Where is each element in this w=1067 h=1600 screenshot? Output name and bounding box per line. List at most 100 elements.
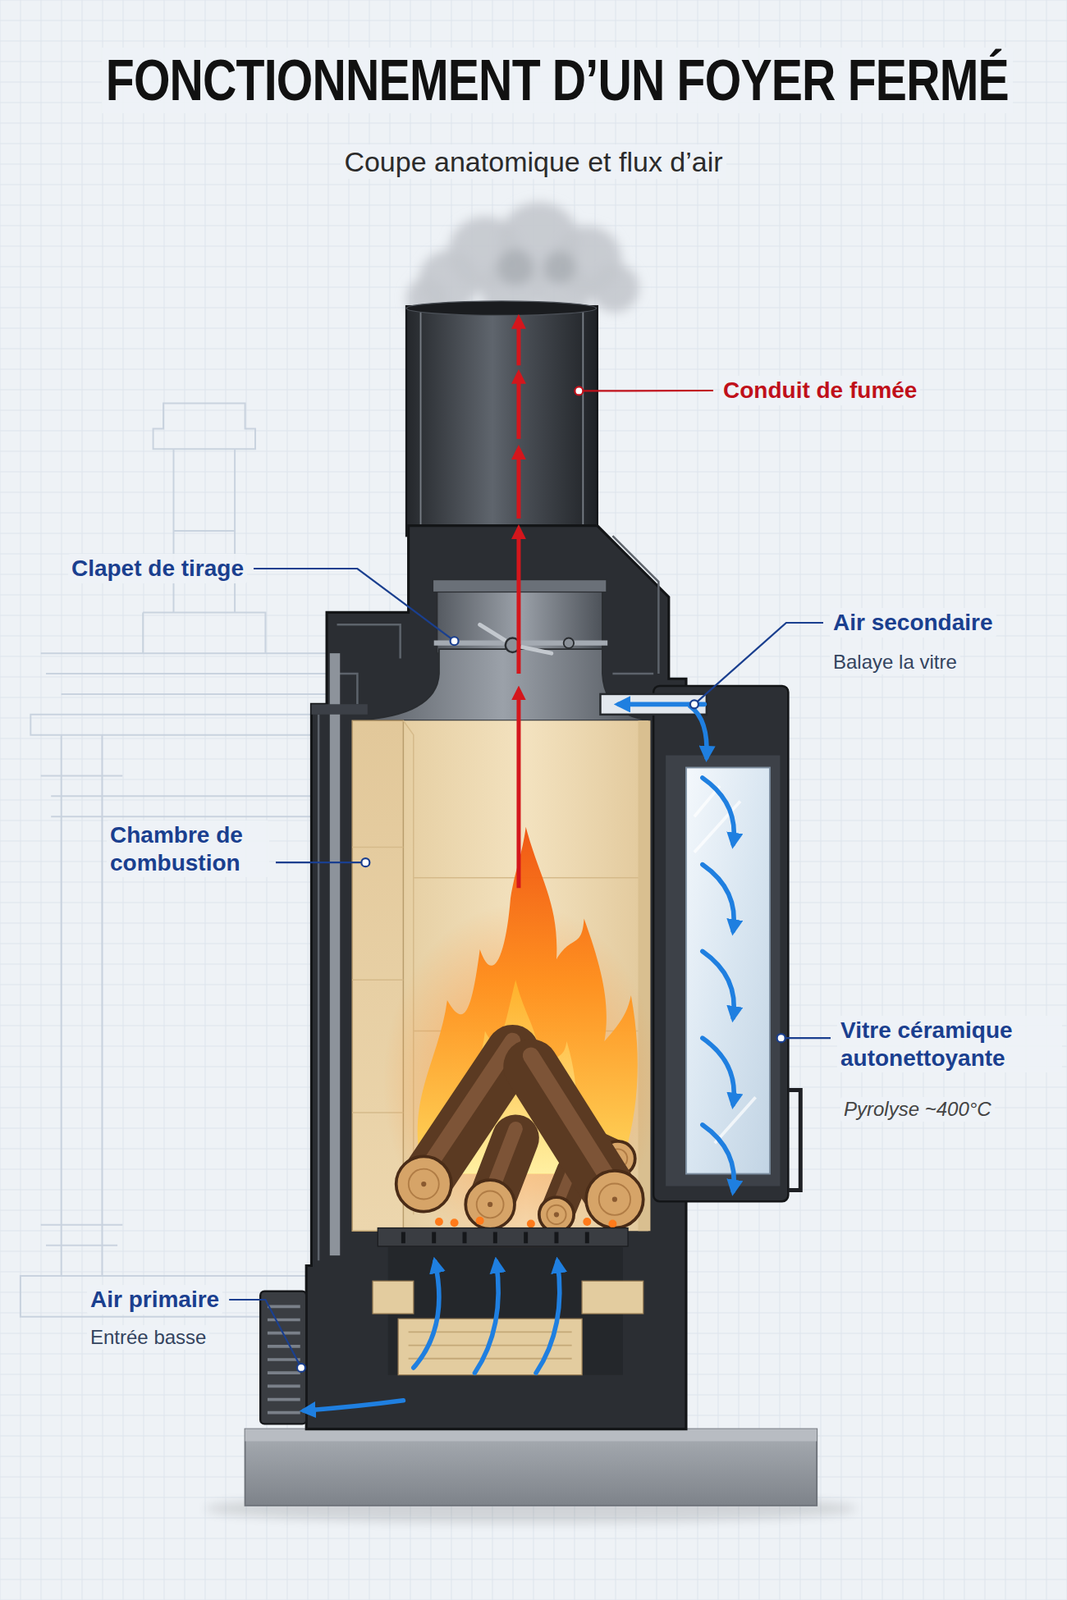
ember [526, 1220, 536, 1229]
grid-line [0, 20, 1067, 22]
grid-line [0, 0, 1067, 1]
ember [435, 1218, 444, 1227]
smoke-arrow [516, 690, 521, 889]
log-ring [408, 1169, 440, 1200]
primary-air-arrow [413, 1262, 440, 1369]
pipe-detail [421, 311, 584, 531]
ember [476, 1217, 485, 1226]
title-row: FONCTIONNEMENT D’UN FOYER FERMÉ [0, 47, 1067, 114]
log-end [465, 1180, 515, 1230]
leader-dot [361, 858, 370, 867]
grid-line [0, 41, 1067, 42]
callout-label: Clapet de tirage [68, 554, 248, 584]
body-detail [318, 535, 659, 1261]
ember [450, 1218, 459, 1228]
grid-line [0, 1538, 1067, 1540]
stove-body [306, 526, 687, 1430]
air-inlet-grille [260, 1291, 307, 1425]
log-core [487, 1202, 493, 1208]
sketch-line [41, 735, 124, 1277]
sketch-line [173, 448, 235, 613]
sketch-line [50, 796, 337, 817]
smoke-puff [497, 249, 535, 287]
sketch-line [30, 714, 337, 736]
grille-slat [267, 1398, 301, 1402]
ember [608, 1220, 617, 1229]
smoke-arrow [516, 528, 521, 674]
leader-dot [450, 636, 459, 646]
background-sketch [20, 402, 338, 1317]
smoke-arrow [516, 448, 521, 519]
grate-slots [402, 1232, 587, 1245]
glass-sweep-arrow [702, 1125, 734, 1192]
log-core [421, 1181, 426, 1187]
log-end [539, 1197, 574, 1232]
grid-line [0, 123, 1067, 124]
base-slab [245, 1429, 818, 1507]
primary-air-arrow [474, 1262, 499, 1374]
log-highlight [423, 1040, 513, 1174]
grid-line [0, 184, 1067, 186]
callout-note: Pyrolyse ~400°C [840, 1097, 995, 1123]
callout-note: Entrée basse [87, 1325, 210, 1351]
diagram-title: FONCTIONNEMENT D’UN FOYER FERMÉ [101, 47, 1013, 114]
secondary-air-arrow [690, 706, 707, 758]
glass-sweep-arrow [702, 865, 734, 932]
sketch-line [41, 653, 338, 695]
leader-line [253, 568, 455, 642]
door-frame [653, 686, 788, 1202]
log-ring [599, 1184, 631, 1216]
glass-pane [686, 767, 770, 1174]
door-inner-frame [665, 755, 780, 1187]
smoke-arrow [516, 373, 521, 440]
flue-pipe [406, 306, 598, 536]
leader-dot [297, 1364, 306, 1373]
log-ring [476, 1190, 504, 1219]
leader-line [694, 622, 824, 705]
grille-slat [267, 1318, 301, 1323]
secondary-air-duct [599, 694, 706, 715]
log-pile [396, 1040, 644, 1232]
leader-line [275, 861, 366, 864]
log-end [396, 1156, 452, 1212]
log-ring [546, 1205, 566, 1225]
callout-label: Conduit de fumée [719, 375, 921, 406]
ember [582, 1218, 591, 1227]
subtitle: Coupe anatomique et flux d’air [340, 144, 726, 180]
grille-slat [267, 1305, 301, 1309]
grate [377, 1228, 628, 1247]
grille-slat [267, 1411, 301, 1416]
callout-label: Air secondaire [829, 608, 997, 638]
top-ledge [311, 704, 367, 715]
leader-dot [777, 1034, 786, 1043]
glass-sweep-arrow [702, 951, 734, 1018]
callout-note: Balaye la vitre [829, 650, 961, 676]
primary-air-arrow [535, 1262, 560, 1374]
smoke-puff [590, 263, 640, 313]
door-handle [787, 1090, 801, 1191]
leader-line [228, 1300, 302, 1369]
primary-air-arrow [304, 1401, 404, 1411]
side-brick [372, 1281, 414, 1315]
smoke-cloud [406, 201, 640, 320]
leader-dot [690, 700, 699, 709]
damper-handle [480, 624, 552, 654]
smoke-puff [543, 251, 577, 284]
base-top-face [245, 1429, 818, 1443]
side-brick [581, 1281, 644, 1315]
glass-sweep-arrow [702, 778, 734, 845]
log-core [554, 1212, 559, 1218]
leader-dot [574, 386, 583, 395]
sketch-line [153, 402, 256, 449]
pipe-rim [406, 301, 596, 316]
smoke-flow-arrows [516, 318, 521, 889]
grille-slat [267, 1358, 301, 1362]
grid-line [0, 1559, 1067, 1561]
log-core [612, 1197, 618, 1203]
callout-label: Chambre de combustion [106, 820, 270, 878]
callout-label: Air primaire [87, 1285, 223, 1315]
grille-slat [267, 1345, 301, 1349]
